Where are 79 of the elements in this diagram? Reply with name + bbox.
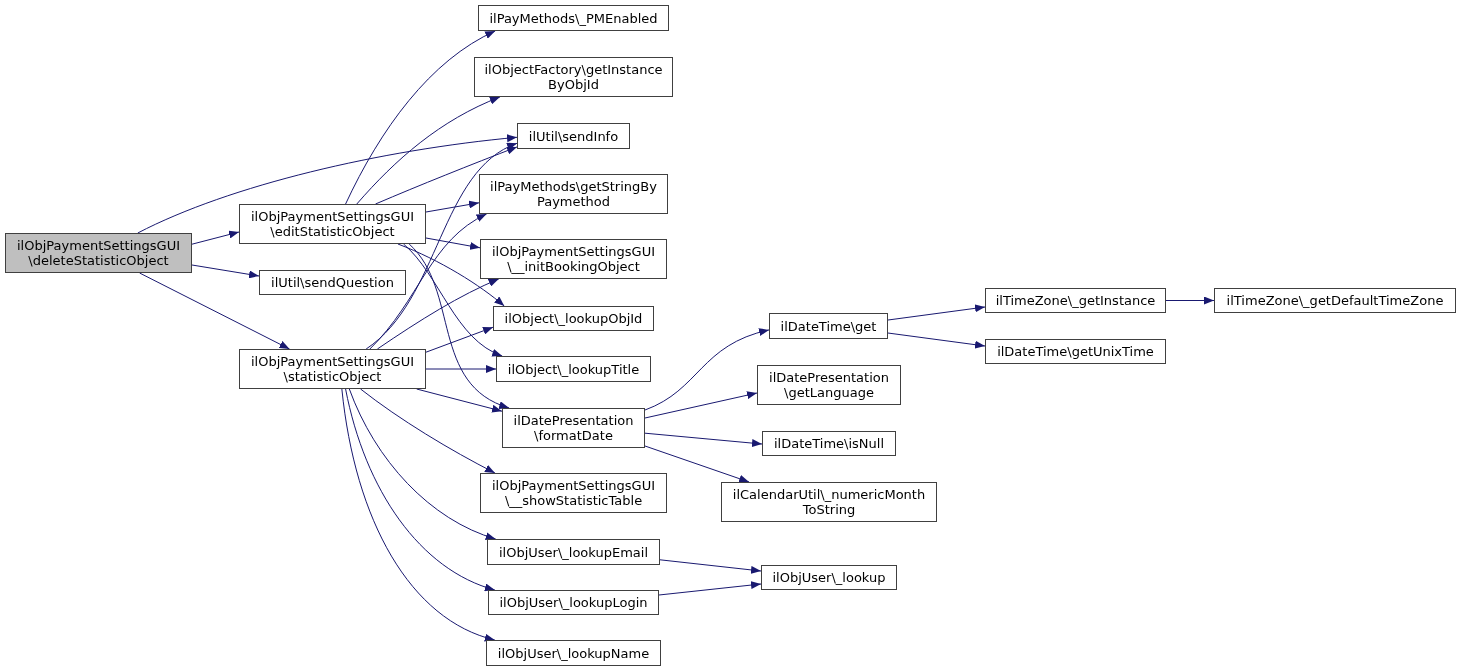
function-box xyxy=(493,306,654,331)
call-arrow xyxy=(425,200,480,213)
call-arrow xyxy=(345,388,496,591)
function-box xyxy=(478,5,669,31)
function-name: ilObjectFactory\getInstance ByObjId xyxy=(483,62,664,92)
call-arrow xyxy=(887,304,986,321)
function-box xyxy=(480,239,667,279)
function-box xyxy=(239,349,426,389)
function-box xyxy=(5,233,192,273)
function-box xyxy=(496,356,651,382)
function-box xyxy=(474,57,673,97)
call-arrow xyxy=(360,388,496,474)
call-arrow xyxy=(416,388,503,413)
call-arrow xyxy=(408,243,510,409)
function-box xyxy=(259,270,406,295)
function-name: ilObjUser\_lookupName xyxy=(497,645,650,661)
function-name: ilObjPaymentSettingsGUI \statisticObject xyxy=(250,354,415,384)
function-name: ilObjPaymentSettingsGUI \deleteStatisticObject xyxy=(16,238,181,268)
function-box xyxy=(488,590,659,615)
function-box xyxy=(486,640,661,666)
call-arrow xyxy=(397,243,505,307)
call-arrow xyxy=(376,278,500,350)
call-arrow xyxy=(191,230,240,245)
function-box xyxy=(985,288,1166,313)
function-box xyxy=(479,174,668,214)
function-name: ilTimeZone\_getInstance xyxy=(995,293,1156,308)
function-name: ilDatePresentation \formatDate xyxy=(512,413,635,443)
call-arrow xyxy=(644,391,758,419)
function-box xyxy=(762,431,896,456)
function-name: ilDateTime\isNull xyxy=(773,436,885,451)
call-arrow xyxy=(348,388,497,540)
function-name: ilDatePresentation \getLanguage xyxy=(768,370,890,400)
call-arrow xyxy=(644,445,750,483)
function-name: ilCalendarUtil\_numericMonth ToString xyxy=(731,487,927,517)
function-name: ilTimeZone\_getDefaultTimeZone xyxy=(1226,293,1444,308)
function-name: ilObjPaymentSettingsGUI \__initBookingObject xyxy=(491,244,656,274)
call-arrow xyxy=(139,272,290,350)
call-arrow xyxy=(1165,296,1215,305)
function-name: ilObjUser\_lookup xyxy=(772,570,886,585)
call-arrow xyxy=(887,332,986,349)
function-name: ilUtil\sendInfo xyxy=(528,128,619,144)
function-name: ilObjPaymentSettingsGUI \__showStatisticTable xyxy=(491,478,656,508)
function-name: ilDateTime\get xyxy=(780,318,877,334)
function-box xyxy=(1214,288,1456,313)
call-arrow xyxy=(356,96,501,205)
function-box xyxy=(985,339,1166,364)
function-name: ilObjPaymentSettingsGUI \editStatisticObject xyxy=(250,209,415,239)
call-arrow xyxy=(341,388,496,641)
function-box xyxy=(721,482,937,522)
call-arrow xyxy=(365,142,518,350)
function-box xyxy=(487,539,660,565)
call-arrow xyxy=(659,559,762,574)
call-arrow xyxy=(369,213,488,350)
function-name: ilUtil\sendQuestion xyxy=(271,275,394,290)
function-box xyxy=(757,365,901,405)
function-box xyxy=(480,473,667,513)
call-arrow xyxy=(644,432,763,448)
call-arrow xyxy=(137,134,518,234)
call-arrow xyxy=(425,237,481,250)
function-name: ilPayMethods\_PMEnabled xyxy=(489,10,658,26)
call-arrow xyxy=(403,243,503,357)
function-box xyxy=(761,565,897,590)
call-arrow xyxy=(345,30,496,205)
call-arrow xyxy=(375,146,518,205)
function-name: ilPayMethods\getStringBy Paymethod xyxy=(489,179,658,209)
function-name: ilObjUser\_lookupEmail xyxy=(498,544,648,560)
call-arrow xyxy=(425,326,494,353)
function-name: ilObject\_lookupObjId xyxy=(504,311,643,326)
call-arrow xyxy=(644,328,770,411)
function-box xyxy=(517,123,630,149)
function-name: ilDateTime\getUnixTime xyxy=(997,344,1154,359)
call-arrow xyxy=(191,264,260,279)
function-name: ilObjUser\_lookupLogin xyxy=(499,595,648,610)
function-box xyxy=(239,204,426,244)
function-name: ilObject\_lookupTitle xyxy=(507,361,640,377)
call-arrow xyxy=(425,365,497,373)
function-box xyxy=(502,408,645,448)
function-box xyxy=(769,313,888,339)
call-arrow xyxy=(658,581,762,596)
